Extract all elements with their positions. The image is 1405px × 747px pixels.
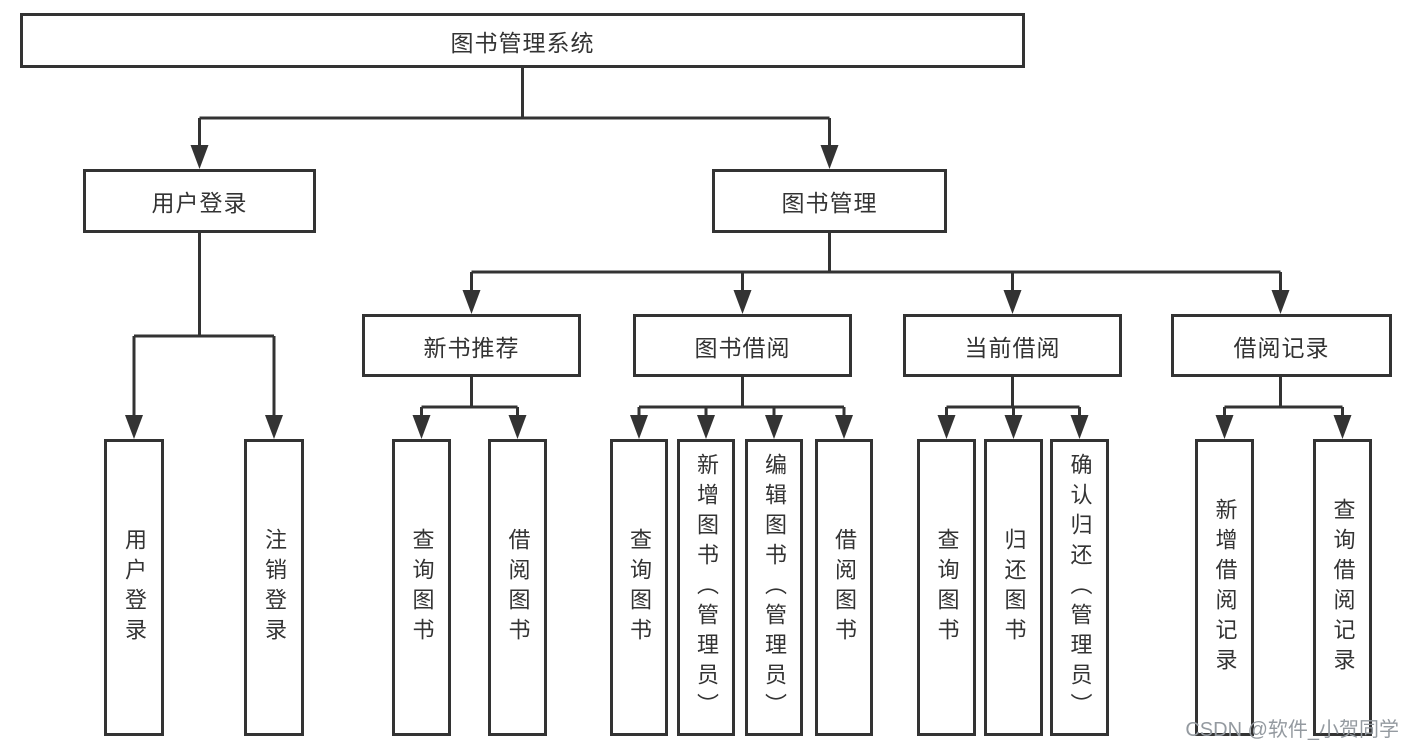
leaf-query-borrow-record: 查询借阅记录 bbox=[1313, 439, 1372, 736]
arrow-down-icon bbox=[190, 145, 209, 169]
leaf-user-login: 用户登录 bbox=[104, 439, 164, 736]
arrow-down-icon bbox=[697, 415, 715, 439]
leaf-logout-label: 注销登录 bbox=[262, 527, 287, 648]
leaf-query-books-3-label: 查询图书 bbox=[934, 527, 960, 648]
connector-line bbox=[945, 377, 1081, 418]
arrow-down-icon bbox=[1004, 415, 1023, 439]
node-borrow-records-label: 借阅记录 bbox=[1233, 334, 1330, 361]
arrow-down-icon bbox=[765, 415, 783, 439]
connector-user-login-to-leaves bbox=[125, 233, 283, 439]
leaf-add-book-admin: 新增图书（管理员） bbox=[677, 439, 735, 736]
arrow-down-icon bbox=[265, 415, 283, 439]
arrow-down-icon bbox=[1215, 415, 1234, 439]
connector-book-borrow-to-leaves bbox=[630, 377, 853, 439]
node-current-borrow: 当前借阅 bbox=[903, 314, 1122, 377]
arrow-down-icon bbox=[630, 415, 648, 439]
arrow-down-icon bbox=[1333, 415, 1352, 439]
node-book-management: 图书管理 bbox=[712, 169, 947, 233]
leaf-borrow-books-2: 借阅图书 bbox=[815, 439, 873, 736]
node-book-borrow: 图书借阅 bbox=[633, 314, 852, 377]
arrow-down-icon bbox=[125, 415, 143, 439]
arrow-down-icon bbox=[733, 290, 752, 314]
connector-line bbox=[1223, 377, 1344, 418]
leaf-query-books-2-label: 查询图书 bbox=[627, 527, 652, 648]
node-root: 图书管理系统 bbox=[20, 13, 1025, 68]
node-new-book-recommend: 新书推荐 bbox=[362, 314, 581, 377]
node-borrow-records: 借阅记录 bbox=[1171, 314, 1392, 377]
node-current-borrow-label: 当前借阅 bbox=[964, 334, 1061, 361]
leaf-query-books-3: 查询图书 bbox=[917, 439, 976, 736]
leaf-confirm-return-admin: 确认归还（管理员） bbox=[1050, 439, 1109, 736]
arrow-down-icon bbox=[835, 415, 853, 439]
leaf-edit-book-admin-label: 编辑图书（管理员） bbox=[762, 452, 787, 723]
connector-book-management-to-level2 bbox=[462, 233, 1290, 314]
arrow-down-icon bbox=[1003, 290, 1022, 314]
leaf-borrow-books-1-label: 借阅图书 bbox=[505, 527, 531, 648]
leaf-confirm-return-admin-label: 确认归还（管理员） bbox=[1067, 452, 1093, 723]
arrow-down-icon bbox=[1271, 290, 1290, 314]
leaf-add-book-admin-label: 新增图书（管理员） bbox=[694, 452, 719, 723]
leaf-return-book-label: 归还图书 bbox=[1001, 527, 1027, 648]
watermark: CSDN @软件_小贺同学 bbox=[1185, 719, 1399, 741]
connector-line bbox=[470, 233, 1282, 293]
leaf-add-borrow-record-label: 新增借阅记录 bbox=[1212, 497, 1238, 678]
leaf-user-login-label: 用户登录 bbox=[122, 527, 147, 648]
arrow-down-icon bbox=[820, 145, 839, 169]
leaf-query-books-1: 查询图书 bbox=[392, 439, 451, 736]
node-user-login: 用户登录 bbox=[83, 169, 316, 233]
leaf-query-books-1-label: 查询图书 bbox=[409, 527, 435, 648]
connector-borrow-records-to-leaves bbox=[1215, 377, 1352, 439]
leaf-logout: 注销登录 bbox=[244, 439, 304, 736]
leaf-query-borrow-record-label: 查询借阅记录 bbox=[1330, 497, 1356, 678]
arrow-down-icon bbox=[1070, 415, 1089, 439]
node-user-login-label: 用户登录 bbox=[151, 190, 248, 216]
node-book-management-label: 图书管理 bbox=[781, 190, 878, 216]
node-new-book-recommend-label: 新书推荐 bbox=[423, 334, 520, 361]
connector-line bbox=[637, 377, 846, 418]
connector-root-to-level1 bbox=[190, 68, 839, 169]
arrow-down-icon bbox=[412, 415, 431, 439]
connector-new-book-recommend-to-leaves bbox=[412, 377, 527, 439]
leaf-edit-book-admin: 编辑图书（管理员） bbox=[745, 439, 803, 736]
leaf-return-book: 归还图书 bbox=[984, 439, 1043, 736]
node-root-label: 图书管理系统 bbox=[450, 29, 595, 56]
connector-current-borrow-to-leaves bbox=[937, 377, 1089, 439]
leaf-borrow-books-1: 借阅图书 bbox=[488, 439, 547, 736]
arrow-down-icon bbox=[508, 415, 527, 439]
connector-line bbox=[132, 233, 276, 418]
leaf-query-books-2: 查询图书 bbox=[610, 439, 668, 736]
node-book-borrow-label: 图书借阅 bbox=[694, 334, 791, 361]
leaf-add-borrow-record: 新增借阅记录 bbox=[1195, 439, 1254, 736]
connector-line bbox=[198, 68, 831, 148]
connector-line bbox=[420, 377, 519, 418]
arrow-down-icon bbox=[937, 415, 956, 439]
leaf-borrow-books-2-label: 借阅图书 bbox=[832, 527, 857, 648]
arrow-down-icon bbox=[462, 290, 481, 314]
